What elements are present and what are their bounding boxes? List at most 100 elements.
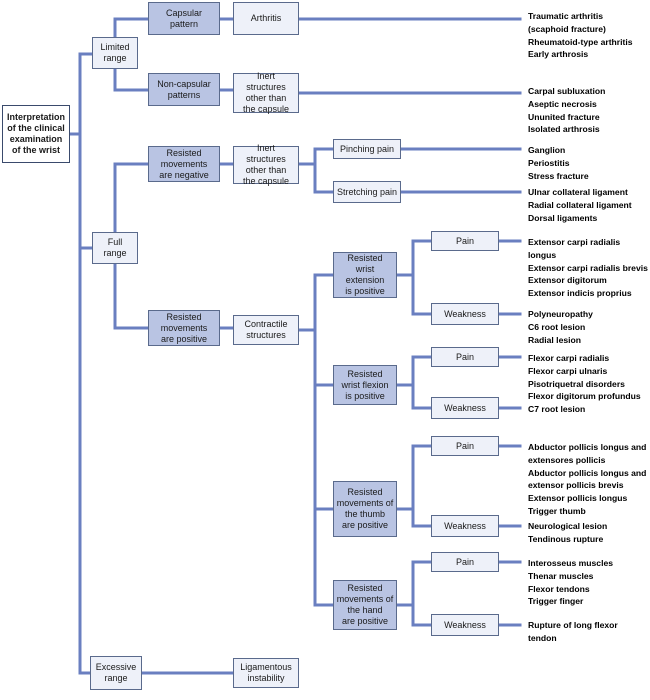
inert-structures-label: Inert structures other than the capsule	[242, 71, 290, 114]
cause-item: Abductor pollicis longus and extensor po…	[528, 467, 647, 491]
root-label: Interpretation of the clinical examinati…	[6, 112, 65, 155]
pain-box: Pain	[431, 436, 499, 456]
hand-label: Resisted movements of the hand are posit…	[336, 583, 394, 626]
inert-structures-limited-box: Inert structures other than the capsule	[233, 71, 299, 114]
cause-item: Flexor carpi radialis	[528, 353, 610, 363]
resisted-negative-box: Resisted movements are negative	[148, 146, 220, 182]
stretching-causes: Ulnar collateral ligament Radial collate…	[528, 186, 632, 224]
cause-item: Dorsal ligaments	[528, 212, 598, 223]
contractile-structures-box: Contractile structures	[233, 315, 299, 345]
cause-item: Trigger finger	[528, 596, 584, 607]
cause-item: Flexor tendons	[528, 583, 590, 594]
weakness-box: Weakness	[431, 397, 499, 419]
cause-item: Abductor pollicis longus and extensores …	[528, 442, 647, 465]
wrist-flexion-label: Resisted wrist flexion is positive	[341, 368, 389, 401]
wrist-extension-box: Resisted wrist extension is positive	[333, 252, 397, 298]
wrist-flexion-pain-causes: Flexor carpi radialis Flexor carpi ulnar…	[528, 352, 641, 403]
thumb-box: Resisted movements of the thumb are posi…	[333, 481, 397, 537]
weakness-label: Weakness	[444, 402, 486, 413]
cause-item: Early arthrosis	[528, 49, 589, 60]
cause-item: Isolated arthrosis	[528, 124, 600, 135]
cause-item: Rupture of long flexor tendon	[528, 620, 618, 643]
wrist-extension-weakness-causes: Polyneuropathy C6 root lesion Radial les…	[528, 308, 593, 346]
arthritis-causes: Traumatic arthritis (scaphoid fracture) …	[528, 10, 633, 61]
inert-structures-label: Inert structures other than the capsule	[242, 143, 290, 186]
inert-structures-full-box: Inert structures other than the capsule	[233, 143, 299, 186]
cause-item: Carpal subluxation	[528, 86, 606, 96]
full-range-box: Full range	[92, 232, 138, 264]
resisted-positive-label: Resisted movements are positive	[160, 311, 208, 344]
cause-item: Neurological lesion	[528, 521, 608, 531]
stretching-pain-label: Stretching pain	[336, 186, 398, 197]
weakness-box: Weakness	[431, 303, 499, 325]
wrist-flexion-box: Resisted wrist flexion is positive	[333, 365, 397, 405]
weakness-box: Weakness	[431, 614, 499, 636]
ligamentous-instability-label: Ligamentous instability	[240, 662, 292, 683]
arthritis-box: Arthritis	[233, 2, 299, 35]
weakness-label: Weakness	[444, 619, 486, 630]
pain-box: Pain	[431, 552, 499, 572]
cause-item: Extensor indicis proprius	[528, 288, 632, 299]
arthritis-label: Arthritis	[250, 13, 282, 23]
cause-item: Ulnar collateral ligament	[528, 187, 628, 197]
limited-range-label: Limited range	[100, 42, 130, 63]
cause-item: Ununited fracture	[528, 111, 600, 122]
cause-item: Flexor digitorum profundus	[528, 391, 641, 402]
pain-label: Pain	[455, 556, 474, 567]
cause-item: Stress fracture	[528, 170, 589, 181]
cause-item: Radial lesion	[528, 334, 582, 345]
cause-item: Polyneuropathy	[528, 309, 593, 319]
pinching-pain-box: Pinching pain	[333, 139, 401, 159]
weakness-label: Weakness	[444, 520, 486, 531]
cause-item: Pisotriquetral disorders	[528, 378, 625, 389]
pain-label: Pain	[455, 235, 474, 246]
pain-label: Pain	[455, 351, 474, 362]
cause-item: Ganglion	[528, 145, 566, 155]
inert-limited-causes: Carpal subluxation Aseptic necrosis Unun…	[528, 85, 605, 136]
thumb-pain-causes: Abductor pollicis longus and extensores …	[528, 441, 646, 518]
ligamentous-instability-box: Ligamentous instability	[233, 658, 299, 688]
capsular-pattern-label: Capsular pattern	[165, 7, 203, 29]
weakness-label: Weakness	[444, 308, 486, 319]
cause-item: Rheumatoid-type arthritis	[528, 36, 633, 47]
cause-item: C7 root lesion	[528, 404, 586, 414]
wrist-extension-label: Resisted wrist extension is positive	[345, 253, 385, 296]
cause-item: Flexor carpi ulnaris	[528, 365, 608, 376]
cause-item: Traumatic arthritis (scaphoid fracture)	[528, 11, 606, 34]
capsular-pattern-box: Capsular pattern	[148, 2, 220, 35]
limited-range-box: Limited range	[92, 37, 138, 69]
cause-item: Periostitis	[528, 157, 570, 168]
cause-item: Extensor digitorum	[528, 275, 607, 286]
hand-box: Resisted movements of the hand are posit…	[333, 580, 397, 630]
pain-label: Pain	[455, 440, 474, 451]
cause-item: C6 root lesion	[528, 321, 586, 332]
noncapsular-patterns-label: Non-capsular patterns	[157, 78, 211, 100]
weakness-box: Weakness	[431, 515, 499, 537]
cause-item: Tendinous rupture	[528, 533, 604, 544]
excessive-range-box: Excessive range	[90, 656, 142, 690]
cause-item: Extensor pollicis longus	[528, 493, 628, 504]
pinching-pain-label: Pinching pain	[339, 143, 395, 154]
full-range-label: Full range	[103, 237, 127, 258]
noncapsular-patterns-box: Non-capsular patterns	[148, 73, 220, 106]
wrist-extension-pain-causes: Extensor carpi radialis longus Extensor …	[528, 236, 650, 300]
excessive-range-label: Excessive range	[95, 662, 137, 683]
cause-item: Interosseus muscles	[528, 558, 614, 568]
pain-box: Pain	[431, 231, 499, 251]
stretching-pain-box: Stretching pain	[333, 181, 401, 203]
pinching-causes: Ganglion Periostitis Stress fracture	[528, 144, 589, 182]
hand-pain-causes: Interosseus muscles Thenar muscles Flexo…	[528, 557, 613, 608]
hand-weakness-causes: Rupture of long flexor tendon	[528, 619, 618, 645]
cause-item: Extensor carpi radialis brevis	[528, 262, 648, 273]
cause-item: Thenar muscles	[528, 570, 594, 581]
resisted-positive-box: Resisted movements are positive	[148, 310, 220, 346]
cause-item: Radial collateral ligament	[528, 199, 632, 210]
cause-item: Aseptic necrosis	[528, 98, 597, 109]
thumb-label: Resisted movements of the thumb are posi…	[336, 487, 394, 530]
root-box: Interpretation of the clinical examinati…	[2, 105, 70, 163]
pain-box: Pain	[431, 347, 499, 367]
resisted-negative-label: Resisted movements are negative	[159, 147, 209, 180]
contractile-structures-label: Contractile structures	[244, 319, 288, 340]
